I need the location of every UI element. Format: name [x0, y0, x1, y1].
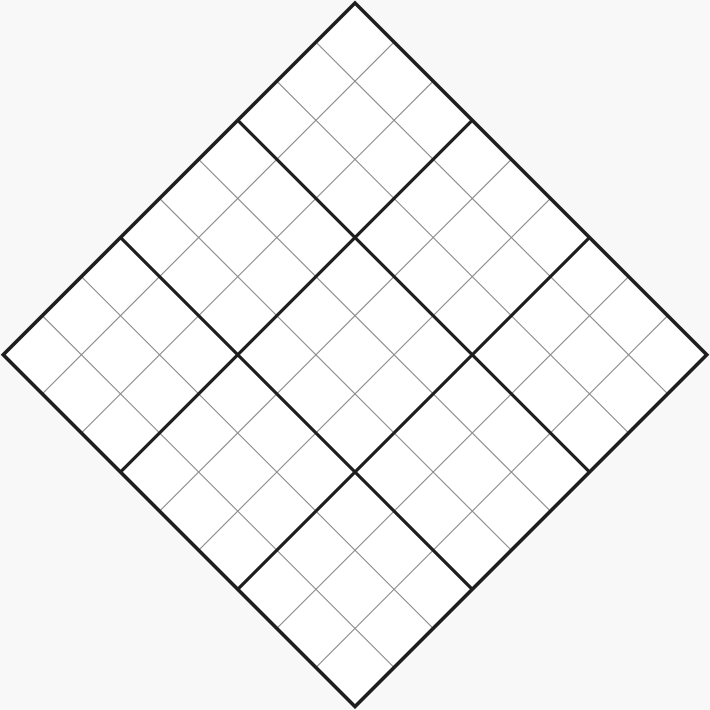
- thin-gridline-vertical: [159, 158, 512, 512]
- thin-gridline-vertical: [41, 41, 395, 395]
- thin-gridline-horizontal: [198, 158, 551, 512]
- thin-gridline-horizontal: [315, 41, 669, 395]
- cell-layer: [3, 3, 707, 707]
- thin-gridline-vertical: [81, 80, 434, 434]
- thin-gridline-vertical: [198, 198, 551, 551]
- box-border-horizontal: [119, 236, 474, 591]
- box-border-vertical: [119, 119, 474, 474]
- thin-gridline-horizontal: [276, 80, 629, 434]
- box-border-horizontal: [236, 119, 591, 474]
- thin-gridline-horizontal: [159, 198, 512, 551]
- thin-gridline-vertical: [315, 315, 669, 668]
- box-border-vertical: [236, 236, 591, 591]
- thin-gridline-horizontal: [41, 315, 395, 668]
- thin-gridline-horizontal: [81, 276, 434, 629]
- thin-gridlines: [41, 41, 669, 668]
- thin-gridline-vertical: [276, 276, 629, 629]
